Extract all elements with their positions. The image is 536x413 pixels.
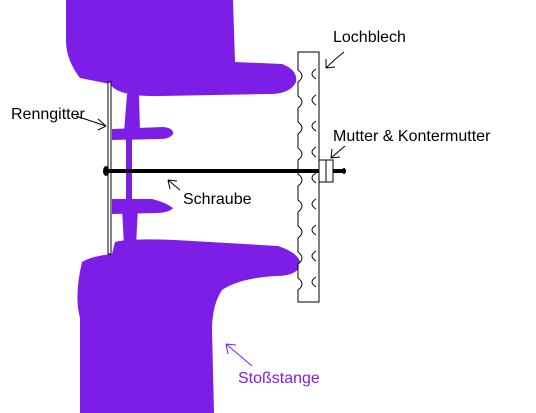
plate-holes <box>311 68 317 288</box>
plate-hole <box>311 276 317 288</box>
schraube-arrow <box>167 179 181 191</box>
mutter-arrow <box>330 145 346 159</box>
plate-hole <box>311 172 317 184</box>
label-mutter-kontermutter: Mutter & Kontermutter <box>333 128 491 145</box>
lock-nut <box>325 159 334 183</box>
nut <box>318 159 327 183</box>
plate-hole <box>311 224 317 236</box>
label-lochblech: Lochblech <box>333 29 406 46</box>
screw-tip <box>342 168 346 174</box>
label-stossstange: Stoßstange <box>238 370 320 387</box>
renngitter-arrow <box>75 115 107 131</box>
plate-hole <box>311 120 317 132</box>
lochblech-arrow <box>325 51 345 69</box>
label-schraube: Schraube <box>183 191 252 208</box>
bumper-lower-part <box>77 239 301 413</box>
plate-hole <box>311 198 317 210</box>
bumper-fin-lower <box>112 199 173 214</box>
plate-hole <box>311 94 317 106</box>
plate-hole <box>311 68 317 80</box>
race-grille-bar <box>107 81 112 255</box>
screw-head <box>103 166 109 176</box>
bumper-fin-upper <box>112 127 174 140</box>
perforated-plate <box>297 51 320 303</box>
bumper-upper-part <box>66 0 297 97</box>
stossstange-arrow <box>225 343 253 367</box>
plate-hole <box>311 146 317 158</box>
label-renngitter: Renngitter <box>11 106 85 123</box>
plate-hole <box>311 250 317 262</box>
